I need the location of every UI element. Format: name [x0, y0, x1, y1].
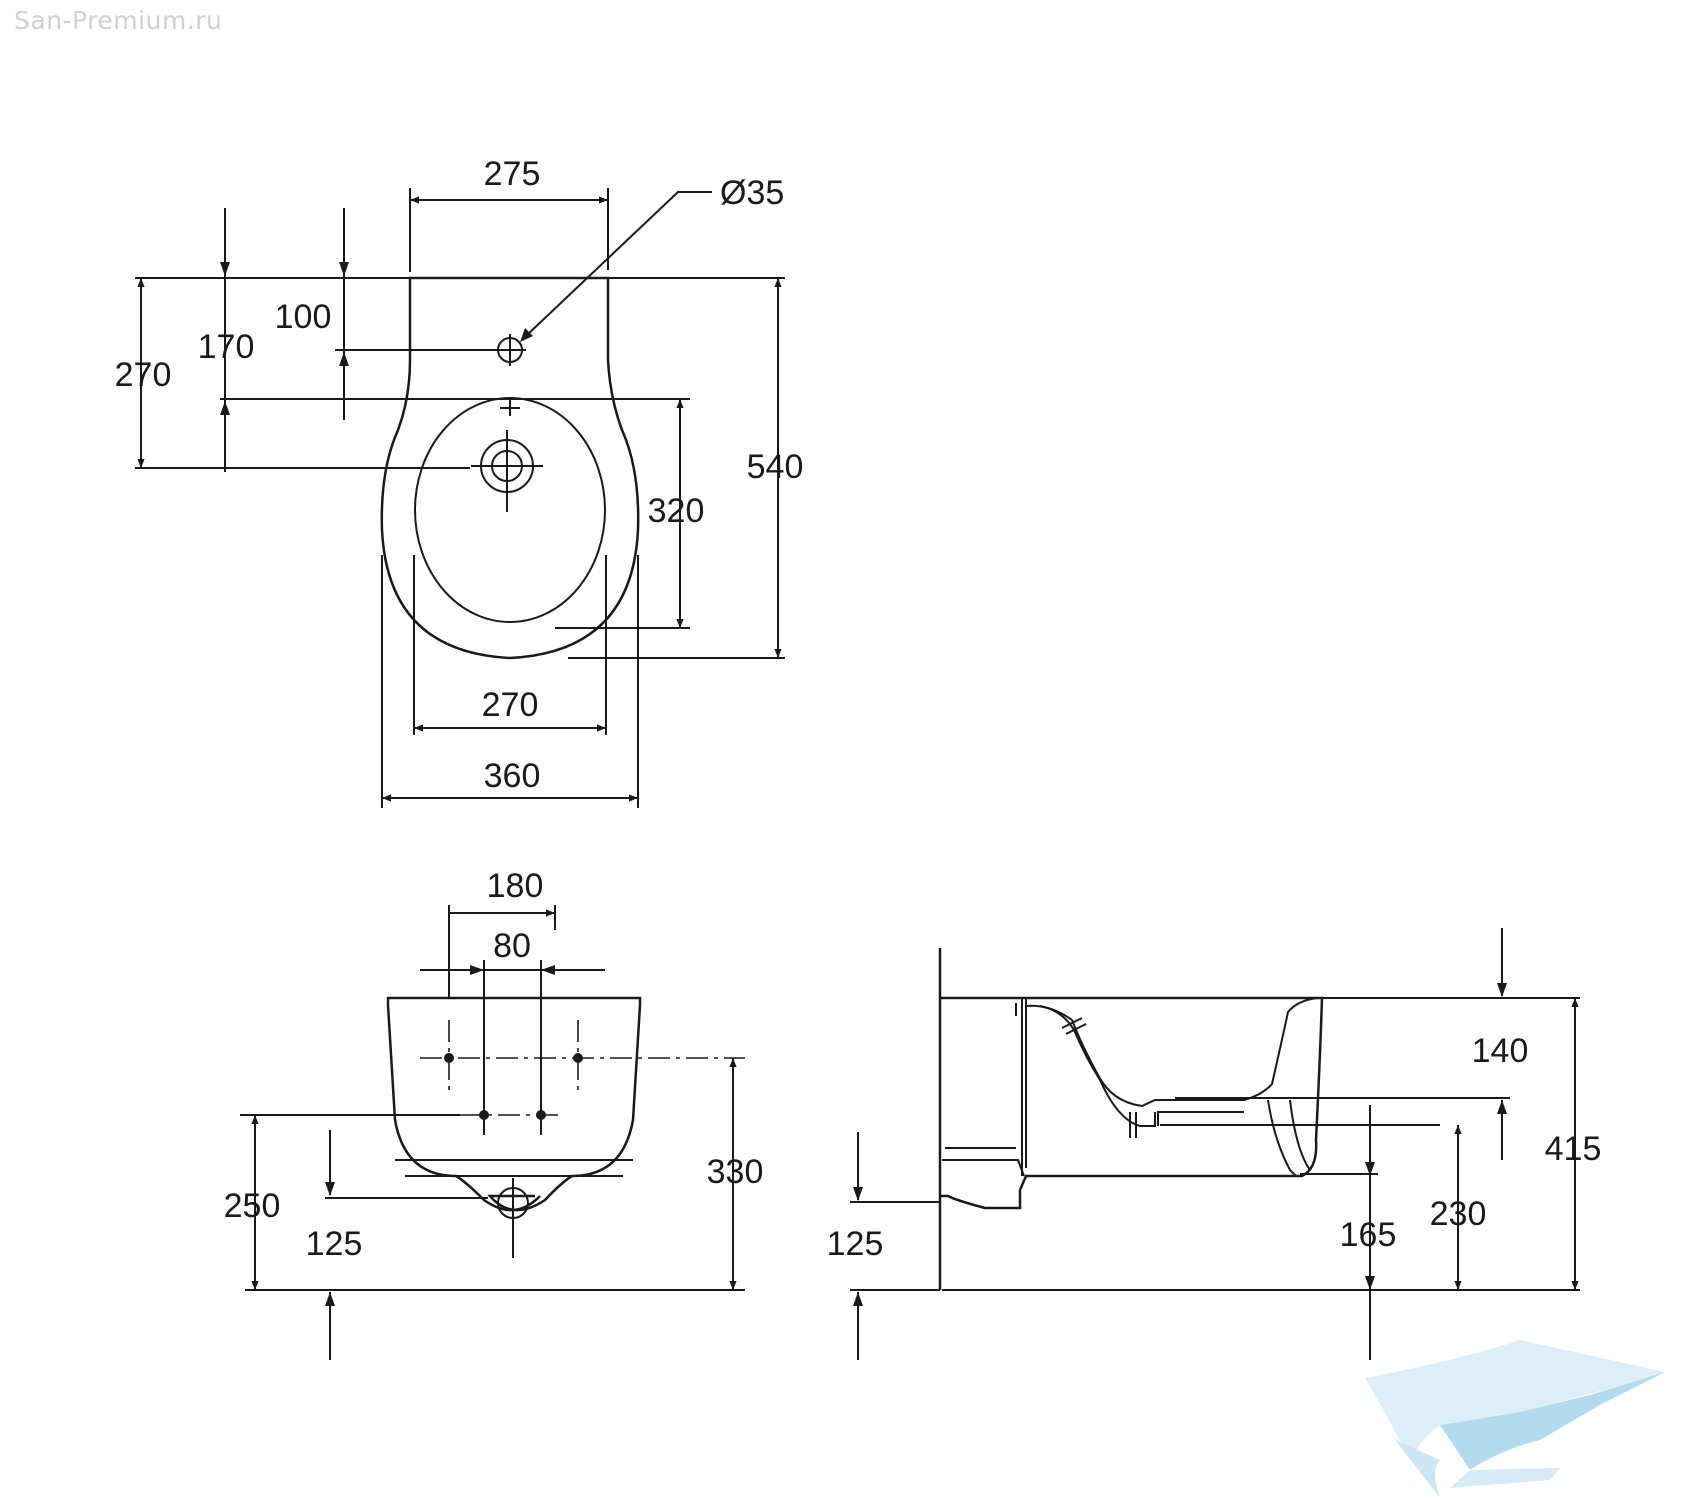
dim-tap-hole-distance: 100 [275, 298, 332, 336]
dim-total-width: 360 [484, 757, 541, 795]
dim-overflow-distance: 170 [198, 328, 255, 366]
bowl-inner-outline [414, 397, 606, 623]
dim-bowl-depth: 140 [1472, 1032, 1529, 1070]
dim-wall-fixing-height: 330 [707, 1153, 764, 1191]
dim-outlet-height: 230 [1430, 1195, 1487, 1233]
dim-bowl-width: 270 [482, 686, 539, 724]
side-view-outline [940, 996, 1324, 1210]
top-view-outline [380, 276, 640, 660]
watermark-text: San-Premium.ru [14, 6, 223, 35]
dim-total-length: 540 [747, 448, 804, 486]
dim-side-waste-height: 125 [827, 1225, 884, 1263]
dim-fixing-height: 250 [224, 1187, 281, 1225]
dim-width-top: 275 [484, 155, 541, 193]
dim-fixing-spacing: 180 [487, 867, 544, 905]
brand-logo [1365, 1340, 1665, 1498]
side-view: 125 140 415 165 230 [827, 928, 1602, 1360]
front-view: 180 80 250 125 330 [224, 867, 764, 1360]
top-view: 275 Ø35 270 170 100 540 320 [115, 155, 804, 808]
dim-hole-diameter: Ø35 [720, 174, 784, 212]
dim-bottom-clearance: 165 [1340, 1216, 1397, 1254]
dim-pipe-spacing: 80 [493, 927, 531, 965]
dim-total-height: 415 [1545, 1130, 1602, 1168]
dim-waste-height: 125 [306, 1225, 363, 1263]
dim-depth-drain: 270 [115, 356, 172, 394]
dim-bowl-length: 320 [648, 492, 705, 530]
